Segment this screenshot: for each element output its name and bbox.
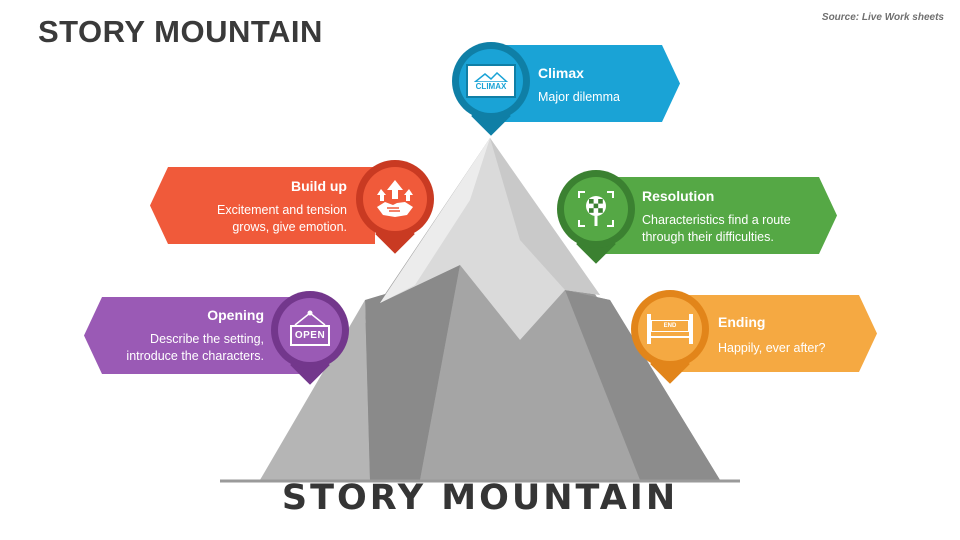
opening-title: Opening (207, 307, 264, 323)
opening-description-line2: introduce the characters. (126, 349, 264, 363)
build-up-description-line1: Excitement and tension (217, 203, 347, 217)
ending-pin: END (631, 290, 709, 386)
resolution-title: Resolution (642, 188, 715, 204)
climax-title: Climax (538, 65, 584, 81)
mountain-base-label: STORY MOUNTAIN (281, 478, 679, 518)
ending-title: Ending (718, 314, 766, 330)
build-up-pin (356, 160, 434, 256)
finish-line-icon: END (647, 314, 693, 344)
climax-description: Major dilemma (538, 90, 620, 104)
climax-sign-text: CLIMAX (475, 81, 507, 91)
open-sign-icon: OPEN (287, 310, 333, 350)
mountain-snow-left (380, 138, 490, 303)
mountain-snow-right (490, 138, 600, 295)
ending-description: Happily, ever after? (718, 341, 826, 355)
page-title: STORY MOUNTAIN (38, 14, 323, 49)
ending-banner: Ending Happily, ever after? (672, 295, 877, 372)
open-sign-text: OPEN (294, 330, 326, 341)
finish-line-text: END (663, 323, 677, 329)
handshake-growth-icon (377, 180, 413, 217)
build-up-description-line2: grows, give emotion. (232, 220, 347, 234)
resolution-banner: Resolution Characteristics find a route … (596, 177, 837, 254)
resolution-banner-shape (596, 177, 837, 254)
opening-description-line1: Describe the setting, (150, 332, 264, 346)
source-note: Source: Live Work sheets (821, 12, 944, 23)
mountain-right-face (565, 290, 720, 480)
climax-sign-icon: CLIMAX (466, 64, 516, 98)
ending-banner-shape (672, 295, 877, 372)
build-up-banner: Build up Excitement and tension grows, g… (150, 167, 375, 244)
build-up-title: Build up (291, 178, 347, 194)
opening-pin: OPEN (271, 291, 349, 387)
resolution-description-line1: Characteristics find a route (642, 213, 791, 227)
climax-pin: CLIMAX (452, 42, 530, 138)
target-checkered-icon (578, 191, 614, 227)
climax-banner-shape (490, 45, 680, 122)
resolution-pin (557, 170, 635, 266)
climax-banner: Climax Major dilemma (490, 45, 680, 122)
opening-banner-shape (84, 297, 310, 374)
build-up-banner-shape (150, 167, 375, 244)
mountain-mid-shade (365, 265, 460, 480)
mountain-snow-cap (380, 138, 600, 340)
resolution-description-line2: through their difficulties. (642, 230, 774, 244)
opening-banner: Opening Describe the setting, introduce … (84, 297, 310, 374)
